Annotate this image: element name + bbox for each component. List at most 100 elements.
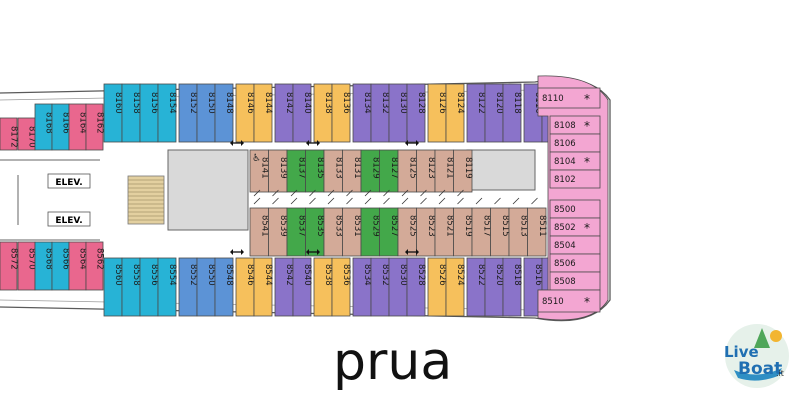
cabin-8158: 8158 [121, 83, 141, 143]
cabin-number: 8531 [352, 215, 362, 237]
cabin-number: 8128 [416, 92, 426, 114]
cabin-number: 8533 [333, 215, 343, 237]
cabin-number: 8572 [9, 248, 19, 270]
cabin-8160: 8160 [103, 83, 123, 143]
cabin-8140: 8140 [292, 83, 312, 143]
cabin-8526: 8526 [427, 257, 447, 317]
cabin-number: 8516 [533, 264, 543, 286]
cabin-number: 8504 [554, 241, 576, 251]
cabin-number: 8154 [167, 92, 177, 114]
cabin-number: 8152 [188, 92, 198, 114]
cabin-number: 8127 [389, 157, 399, 179]
cabin-number: 8133 [333, 157, 343, 179]
cabin-number: 8519 [463, 215, 473, 237]
cabin-8131: 8131 [342, 149, 362, 197]
cabin-8562: 8562 [85, 241, 105, 291]
cabin-8130: 8130 [388, 83, 408, 143]
cabin-number: 8146 [245, 92, 255, 114]
cabin-number: 8140 [302, 92, 312, 114]
liveboat-logo: Live Boat .it [724, 324, 789, 388]
cabin-8568: 8568 [34, 241, 54, 291]
cabin-number: 8126 [437, 92, 447, 114]
cabin-number: 8541 [259, 215, 269, 237]
cabin-8172: 8172 [0, 117, 19, 151]
cabin-8118: 8118 [502, 83, 522, 143]
cabin-number: 8136 [341, 92, 351, 114]
cabin-8520: 8520 [484, 257, 504, 317]
cabin-8570: 8570 [17, 241, 37, 291]
central-core [167, 149, 249, 231]
cabin-number: 8120 [494, 92, 504, 114]
cabin-number: 8170 [27, 126, 37, 148]
cabin-number: 8535 [315, 215, 325, 237]
connecting-door-icons [230, 140, 419, 255]
cabin-8102: 8102 [549, 169, 601, 189]
connecting-door-icon [306, 140, 320, 146]
cabin-number: 8150 [206, 92, 216, 114]
cabin-8524: 8524 [445, 257, 465, 317]
cabin-8566: 8566 [51, 241, 71, 291]
cabin-number: 8511 [537, 215, 547, 237]
cabin-8572: 8572 [0, 241, 19, 291]
cabin-8521: 8521 [434, 197, 454, 257]
cabin-number: 8138 [323, 92, 333, 114]
cabin-number: 8129 [370, 157, 380, 179]
cabin-8502: 8502* [549, 217, 601, 237]
svg-text:Live: Live [724, 343, 759, 361]
cabin-number: 8144 [263, 92, 273, 114]
cabin-8141: 8141 [249, 149, 269, 197]
deck-direction-label: prua [333, 332, 453, 392]
cabin-number: 8118 [512, 92, 522, 114]
cabin-8525: 8525 [397, 197, 417, 257]
elevator-label-1: ELEV. [47, 173, 91, 189]
cabin-number: 8546 [245, 264, 255, 286]
cabin-number: 8539 [278, 215, 288, 237]
cabin-number: 8125 [407, 157, 417, 179]
cabin-number: 8164 [78, 112, 88, 134]
connecting-door-icon [405, 140, 419, 146]
logo-text-bo: Bo [738, 359, 763, 379]
svg-text:ELEV.: ELEV. [55, 178, 82, 188]
cabin-number: 8508 [554, 277, 576, 287]
cabin-number: 8130 [398, 92, 408, 114]
cabin-number: 8502 [554, 223, 576, 233]
cabin-8564: 8564 [68, 241, 88, 291]
cabin-8168: 8168 [34, 103, 54, 151]
cabin-number: 8550 [206, 264, 216, 286]
connecting-door-icon [306, 249, 320, 255]
cabin-8530: 8530 [388, 257, 408, 317]
cabin-8137: 8137 [286, 149, 306, 197]
cabin-8500: 8500 [549, 199, 601, 219]
cabin-8104: 8104* [549, 151, 601, 171]
cabin-8538: 8538 [313, 257, 333, 317]
cabin-number: 8570 [27, 248, 37, 270]
connecting-door-icon [230, 140, 244, 146]
cabin-number: 8515 [500, 215, 510, 237]
cabin-8135: 8135 [305, 149, 325, 197]
cabin-number: 8522 [476, 264, 486, 286]
cabin-number: 8160 [113, 92, 123, 114]
cabin-number: 8556 [149, 264, 159, 286]
cabin-8528: 8528 [406, 257, 426, 317]
cabin-number: 8121 [444, 157, 454, 179]
cabin-8146: 8146 [235, 83, 255, 143]
cabin-8132: 8132 [370, 83, 390, 143]
cabin-number: 8123 [426, 157, 436, 179]
cabin-8106: 8106 [549, 133, 601, 153]
cabin-8162: 8162 [85, 103, 105, 151]
cabin-8144: 8144 [253, 83, 273, 143]
cabin-8534: 8534 [352, 257, 372, 317]
logo-suffix: .it [776, 369, 784, 378]
bow-suites: 8110*8108*81068104*810285008502*85048506… [537, 75, 609, 321]
cabin-number: 8558 [131, 264, 141, 286]
cabin-8506: 8506 [549, 253, 601, 273]
cabin-number: 8530 [398, 264, 408, 286]
cabin-8156: 8156 [139, 83, 159, 143]
cabin-8517: 8517 [471, 197, 491, 257]
cabin-8123: 8123 [416, 149, 436, 197]
cabin-8546: 8546 [235, 257, 255, 317]
stairs [127, 175, 165, 225]
cabin-8108: 8108* [549, 115, 601, 135]
